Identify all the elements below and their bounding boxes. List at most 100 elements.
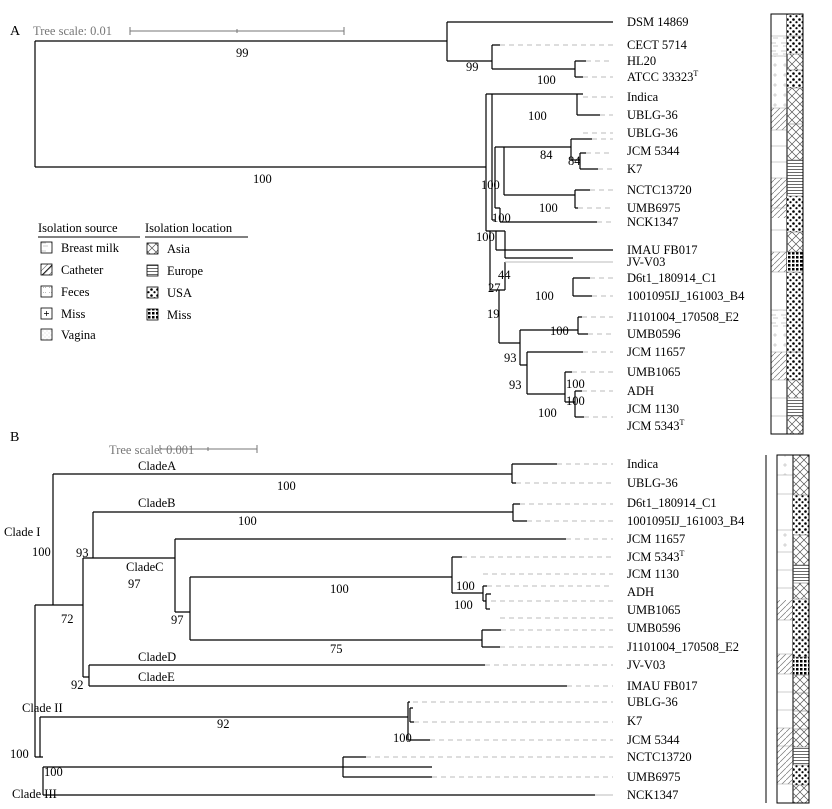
leaf-name: ATCC 33323 xyxy=(627,70,693,84)
bootstrap-value: 100 xyxy=(537,73,556,87)
panel-b-bootstrap-values: 100 100 93 97 100 100 100 97 100 72 75 9… xyxy=(10,479,475,779)
bootstrap-value: 93 xyxy=(504,351,517,365)
usa-pattern-icon xyxy=(146,286,159,299)
legend-location-label: Asia xyxy=(167,242,190,256)
bootstrap-value: 84 xyxy=(568,154,581,168)
leaf-label: J1101004_170508_E2 xyxy=(627,310,739,324)
leaf-label: K7 xyxy=(627,714,642,728)
bootstrap-value: 100 xyxy=(277,479,296,493)
bootstrap-value: 72 xyxy=(61,612,74,626)
bootstrap-value: 100 xyxy=(330,582,349,596)
clade-label: Clade II xyxy=(22,701,63,715)
type-strain-superscript: T xyxy=(693,69,698,78)
catheter-pattern-icon xyxy=(40,263,53,276)
leaf-label: UMB1065 xyxy=(627,365,680,379)
breast-milk-pattern-icon xyxy=(40,241,53,254)
leaf-label: JV-V03 xyxy=(627,255,665,269)
legend-source-label: Vagina xyxy=(61,328,96,342)
clade-label: CladeA xyxy=(138,459,176,473)
panel-a-annotation-strips xyxy=(770,13,804,435)
legend-source-label: Miss xyxy=(61,307,85,321)
panel-b-scale-bar xyxy=(159,445,258,453)
leaf-label: JCM 5344 xyxy=(627,733,680,747)
leaf-label: HL20 xyxy=(627,54,656,68)
leaf-label: JCM 5343T xyxy=(627,418,684,433)
asia-pattern-icon xyxy=(146,242,159,255)
leaf-label: ADH xyxy=(627,384,654,398)
leaf-label: Indica xyxy=(627,457,659,471)
panel-b-leaf-leaders xyxy=(366,463,613,796)
leaf-label: ATCC 33323T xyxy=(627,69,698,84)
leaf-name: JCM 5343 xyxy=(627,550,679,564)
leaf-label: UBLG-36 xyxy=(627,108,678,122)
leaf-label: D6t1_180914_C1 xyxy=(627,271,717,285)
panel-b-letter: B xyxy=(10,430,19,445)
leaf-label: NCK1347 xyxy=(627,215,678,229)
bootstrap-value: 100 xyxy=(476,230,495,244)
leaf-label: ADH xyxy=(627,585,654,599)
bootstrap-value: 97 xyxy=(128,577,141,591)
leaf-label: 1001095IJ_161003_B4 xyxy=(627,289,745,303)
bootstrap-value: 99 xyxy=(466,60,479,74)
panel-b-clade-labels: Clade I CladeA CladeB CladeC CladeD Clad… xyxy=(4,459,176,801)
panel-b-tree-branches xyxy=(34,463,595,796)
bootstrap-value: 100 xyxy=(481,178,500,192)
leaf-label: JCM 1130 xyxy=(627,567,679,581)
leaf-label: UMB0596 xyxy=(627,327,680,341)
leaf-label: NCTC13720 xyxy=(627,183,692,197)
bootstrap-value: 100 xyxy=(566,394,585,408)
legend-source-title: Isolation source xyxy=(38,221,118,235)
bootstrap-value: 100 xyxy=(550,324,569,338)
leaf-label: UMB6975 xyxy=(627,770,680,784)
legend-location-label: Miss xyxy=(167,308,191,322)
panel-b-tree-scale-label: Tree scale: 0.001 xyxy=(109,443,194,457)
leaf-label: K7 xyxy=(627,162,642,176)
legend-source-label: Breast milk xyxy=(61,241,120,255)
bootstrap-value: 27 xyxy=(488,281,501,295)
leaf-label: JCM 5343T xyxy=(627,549,684,564)
leaf-label: JCM 1130 xyxy=(627,402,679,416)
bootstrap-value: 100 xyxy=(528,109,547,123)
bootstrap-value: 100 xyxy=(238,514,257,528)
leaf-label: 1001095IJ_161003_B4 xyxy=(627,514,745,528)
panel-a-tree-scale-label: Tree scale: 0.01 xyxy=(33,24,112,38)
leaf-label: NCK1347 xyxy=(627,788,678,802)
legend-source-items: Breast milk Catheter Feces Miss Vagina xyxy=(40,241,120,342)
bootstrap-value: 100 xyxy=(253,172,272,186)
leaf-label: J1101004_170508_E2 xyxy=(627,640,739,654)
legend-source-label: Catheter xyxy=(61,263,104,277)
leaf-label: D6t1_180914_C1 xyxy=(627,496,717,510)
bootstrap-value: 93 xyxy=(76,546,89,560)
leaf-label: UMB6975 xyxy=(627,201,680,215)
clade-label: Clade III xyxy=(12,787,57,801)
bootstrap-value: 99 xyxy=(236,46,249,60)
bootstrap-value: 100 xyxy=(456,579,475,593)
bootstrap-value: 100 xyxy=(44,765,63,779)
bootstrap-value: 100 xyxy=(538,406,557,420)
clade-label: CladeE xyxy=(138,670,175,684)
leaf-label: UBLG-36 xyxy=(627,126,678,140)
bootstrap-value: 93 xyxy=(509,378,522,392)
leaf-label: JV-V03 xyxy=(627,658,665,672)
panel-a-bootstrap-values: 99 99 100 100 100 84 84 100 100 100 100 … xyxy=(236,46,585,420)
bootstrap-value: 100 xyxy=(393,731,412,745)
bootstrap-value: 100 xyxy=(535,289,554,303)
type-strain-superscript: T xyxy=(679,418,684,427)
panel-a-letter: A xyxy=(10,24,21,39)
leaf-label: UMB1065 xyxy=(627,603,680,617)
europe-pattern-icon xyxy=(146,264,159,277)
vagina-pattern-icon xyxy=(40,328,53,341)
leaf-label: Indica xyxy=(627,90,659,104)
leaf-label: UMB0596 xyxy=(627,621,680,635)
panel-a-leaf-leaders xyxy=(500,44,613,418)
legend-location-label: Europe xyxy=(167,264,204,278)
leaf-name: JCM 5343 xyxy=(627,419,679,433)
legend: Isolation source Isolation location Brea… xyxy=(38,221,248,342)
panel-b-leaf-labels: Indica UBLG-36 D6t1_180914_C1 1001095IJ_… xyxy=(627,457,745,802)
panel-a-tree-branches xyxy=(34,21,613,418)
leaf-label: IMAU FB017 xyxy=(627,679,698,693)
miss-location-pattern-icon xyxy=(146,308,159,321)
bootstrap-value: 84 xyxy=(540,148,553,162)
bootstrap-value: 100 xyxy=(492,211,511,225)
bootstrap-value: 92 xyxy=(71,678,84,692)
